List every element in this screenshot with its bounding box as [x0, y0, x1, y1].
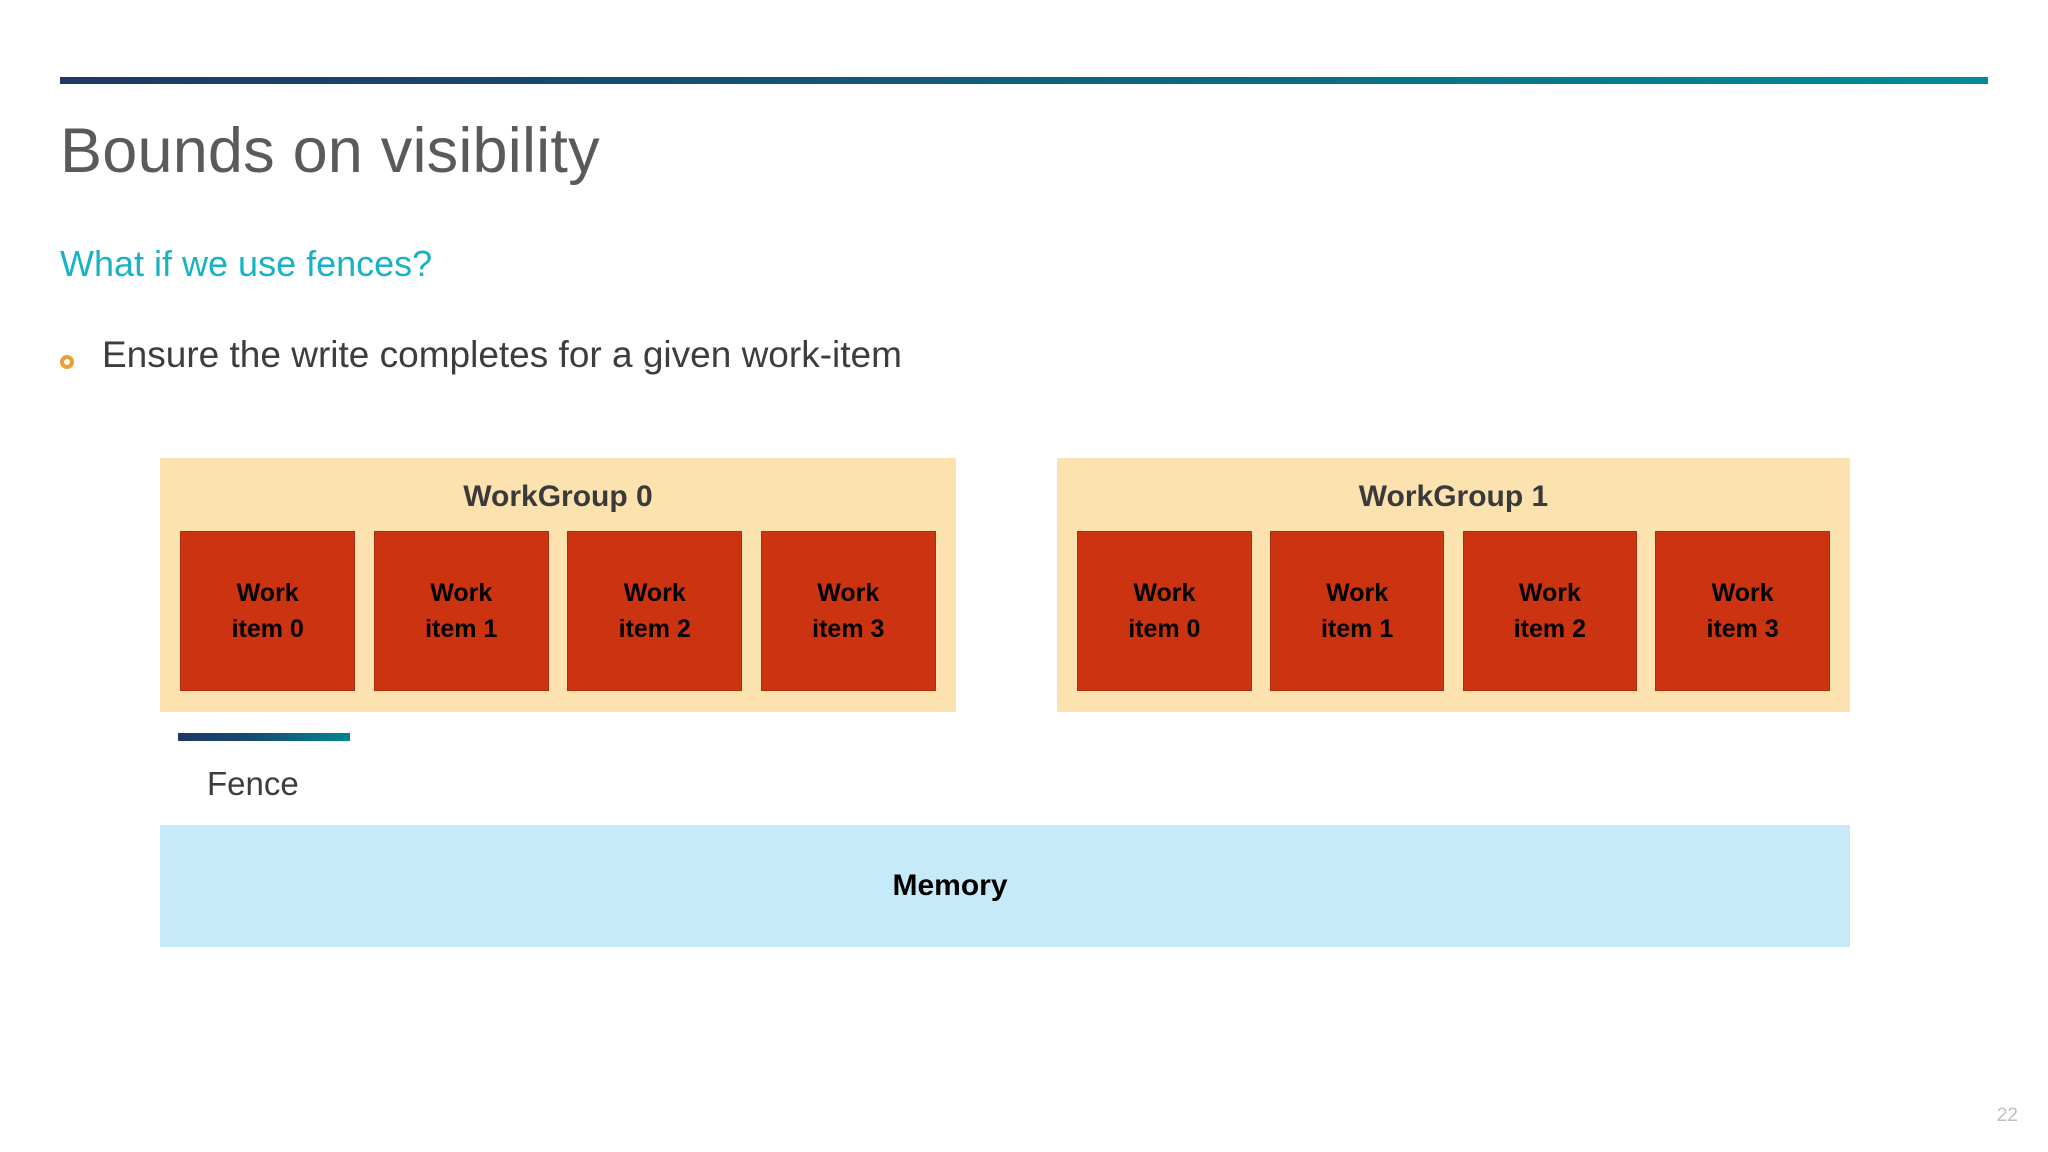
- work-item-row-1: Work item 0 Work item 1 Work item 2 Work…: [1077, 531, 1830, 691]
- work-item-label-line2: item 3: [812, 615, 885, 643]
- work-item-label-line2: item 2: [618, 615, 691, 643]
- page-number: 22: [1996, 1105, 2018, 1126]
- bullet-text: Ensure the write completes for a given w…: [102, 334, 902, 375]
- bullet-ring-icon: [60, 355, 74, 369]
- fence-bar-icon: [178, 733, 350, 741]
- work-item-label-line2: item 1: [1320, 615, 1394, 643]
- page-title: Bounds on visibility: [60, 116, 600, 186]
- memory-label: Memory: [892, 869, 1008, 902]
- work-item-label-line2: item 2: [1513, 615, 1586, 643]
- work-item-label-line1: Work: [430, 578, 493, 607]
- work-item-box: Work item 3: [1655, 531, 1830, 691]
- workgroup-panel-1: WorkGroup 1 Work item 0 Work item 1 Work…: [1057, 458, 1850, 712]
- bullet-list-item: Ensure the write completes for a given w…: [60, 333, 902, 377]
- fence-label: Fence: [207, 765, 299, 802]
- work-item-label-line1: Work: [236, 578, 299, 607]
- work-item-label-line1: Work: [1518, 578, 1581, 607]
- work-item-label-line1: Work: [1326, 578, 1389, 607]
- slide-subtitle: What if we use fences?: [60, 243, 433, 284]
- work-item-box: Work item 1: [373, 531, 549, 691]
- work-item-box: Work item 2: [1462, 531, 1638, 691]
- workgroup-title-1: WorkGroup 1: [1358, 480, 1549, 513]
- work-item-label-line1: Work: [1133, 578, 1196, 607]
- work-item-box: Work item 2: [567, 531, 743, 691]
- title-accent-bar: [60, 77, 1988, 84]
- work-item-label-line2: item 0: [1128, 615, 1201, 643]
- workgroup-panel-0: WorkGroup 0 Work item 0 Work item 1 Work…: [160, 458, 956, 712]
- work-item-label-line1: Work: [1711, 578, 1774, 607]
- work-item-label-line1: Work: [817, 578, 880, 607]
- memory-box: Memory: [160, 825, 1850, 947]
- work-item-box: Work item 0: [180, 531, 356, 691]
- work-item-label-line2: item 1: [425, 615, 498, 643]
- work-item-box: Work item 0: [1077, 531, 1252, 691]
- work-item-box: Work item 1: [1269, 531, 1445, 691]
- work-item-box: Work item 3: [760, 531, 936, 691]
- work-item-label-line1: Work: [623, 578, 686, 607]
- workgroup-title-0: WorkGroup 0: [463, 480, 653, 513]
- work-item-label-line2: item 0: [231, 615, 304, 643]
- work-item-label-line2: item 3: [1706, 615, 1779, 643]
- work-item-row-0: Work item 0 Work item 1 Work item 2 Work…: [180, 531, 936, 691]
